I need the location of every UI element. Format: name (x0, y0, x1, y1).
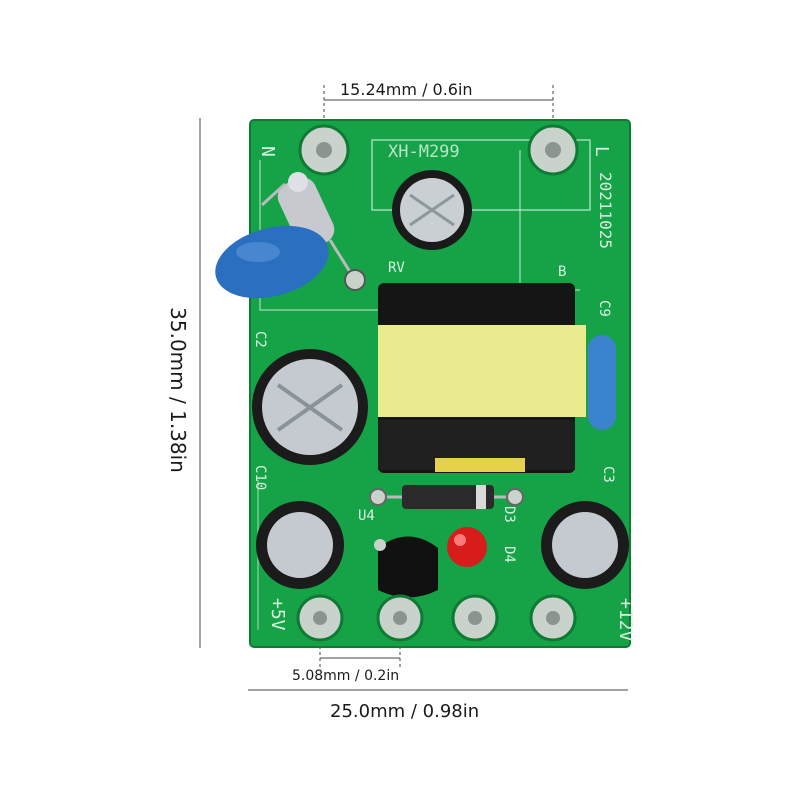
silkscreen-c9: C9 (596, 300, 612, 317)
electrolytic-capacitor-c3 (541, 501, 629, 589)
y-capacitor (215, 225, 366, 299)
silkscreen-c3: C3 (600, 466, 616, 483)
blue-capacitor-c9 (588, 335, 616, 430)
silkscreen-pin-l: L (591, 146, 612, 157)
dimension-height: 35.0mm / 1.38in (166, 307, 190, 473)
silkscreen-5v: +5V (267, 598, 288, 631)
dimension-guides (199, 85, 628, 691)
red-led (447, 527, 487, 567)
fuse-resistor (260, 172, 354, 276)
silkscreen-u4: U4 (358, 508, 375, 524)
pin-n (298, 124, 350, 176)
transformer (378, 283, 586, 473)
output-pin-2 (376, 594, 424, 642)
silkscreen-d3: D3 (501, 506, 517, 523)
output-pin-4 (529, 594, 577, 642)
silkscreen-12v: +12V (615, 598, 636, 642)
silkscreen-c10: C10 (252, 465, 268, 490)
electrolytic-capacitor-c2 (252, 349, 368, 465)
pin-l (527, 124, 579, 176)
dimension-width: 25.0mm / 0.98in (330, 701, 480, 722)
silkscreen-rv: RV (388, 260, 405, 276)
silkscreen-b: B (558, 264, 566, 280)
voltage-regulator-u4 (374, 536, 438, 598)
electrolytic-capacitor-c10 (256, 501, 344, 589)
silkscreen-date-code: 20211025 (596, 172, 615, 249)
dimension-pin-spacing-top: 15.24mm / 0.6in (340, 80, 473, 99)
electrolytic-capacitor-top (392, 170, 472, 250)
silkscreen-pin-n: N (257, 146, 278, 157)
silkscreen-d4: D4 (501, 546, 517, 563)
output-pin-1 (296, 594, 344, 642)
silkscreen-model: XH-M299 (388, 142, 460, 162)
diode (369, 485, 524, 509)
output-pin-3 (451, 594, 499, 642)
silkscreen-c2: C2 (252, 331, 268, 348)
dimension-pin-pitch-bottom: 5.08mm / 0.2in (292, 668, 400, 684)
